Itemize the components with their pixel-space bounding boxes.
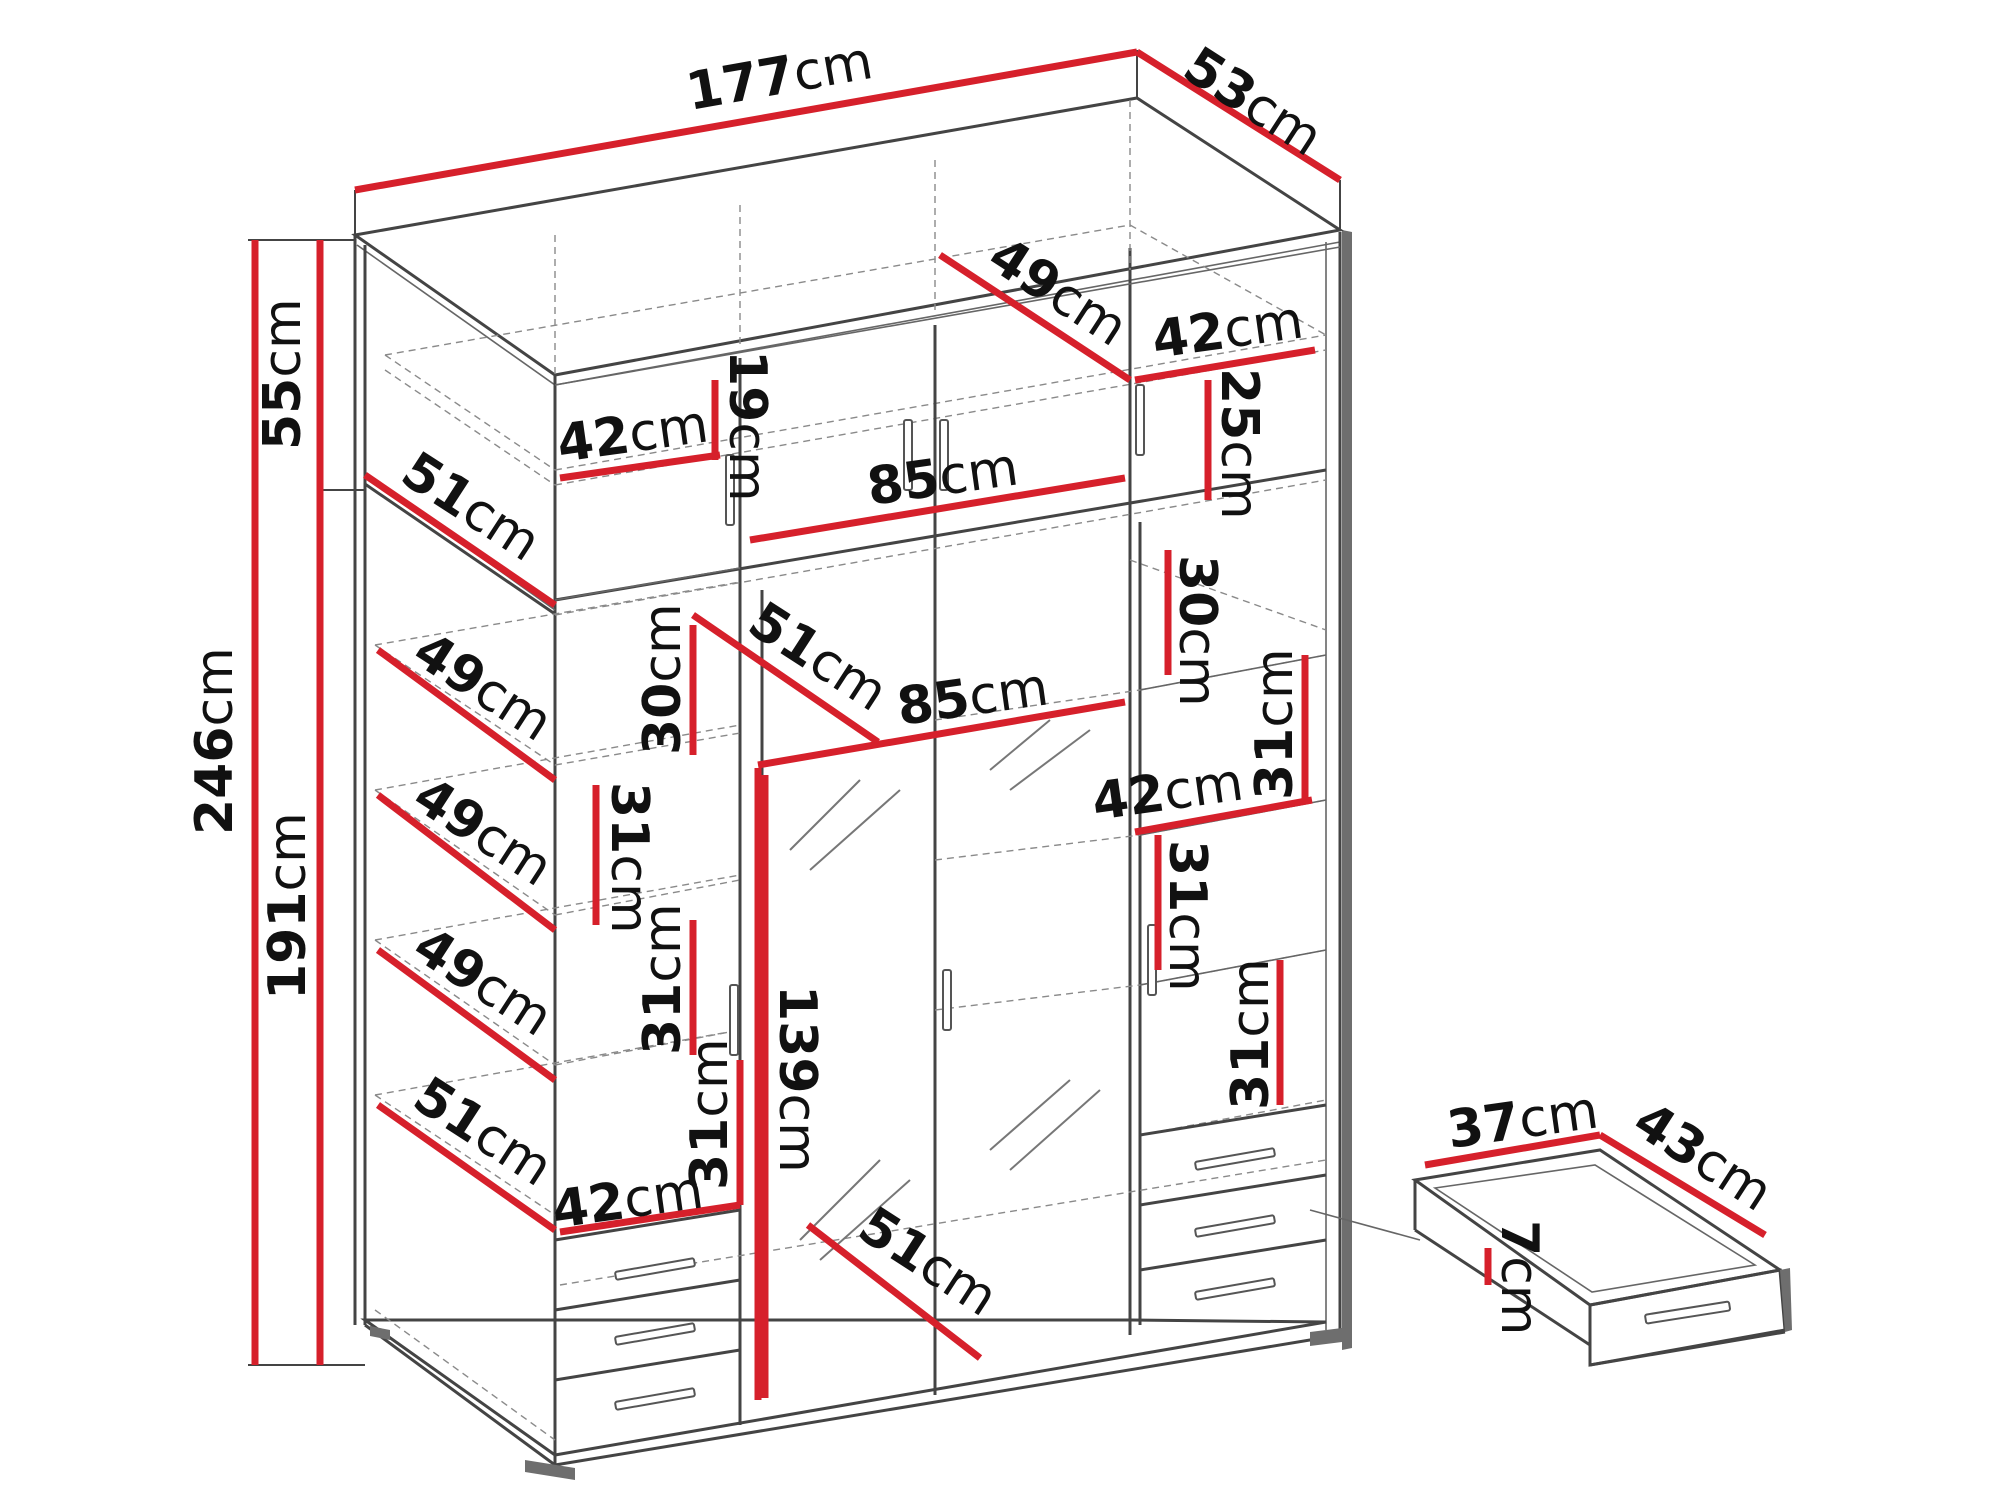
label-inner-left-h3: 31cm xyxy=(633,903,693,1055)
label-drawer-depth: 43cm xyxy=(1623,1091,1783,1224)
drawer-right-handle-2 xyxy=(1194,1214,1276,1238)
handle-top-4 xyxy=(1135,384,1145,456)
dim-left-shelf-3 xyxy=(375,947,558,1083)
drawer-detail-handle xyxy=(1644,1300,1731,1325)
label-right-h2: 31cm xyxy=(1245,648,1305,800)
label-drawer-width: 37cm xyxy=(1443,1080,1601,1161)
dim-top-mid-width xyxy=(749,474,1126,544)
label-top-mid-width: 85cm xyxy=(863,437,1021,518)
dim-drawer-depth xyxy=(1598,1132,1767,1238)
handle-top-2 xyxy=(903,419,913,491)
label-inner-left-h2: 31cm xyxy=(599,782,659,934)
label-mid-width: 85cm xyxy=(893,657,1051,738)
label-bottom-height: 191cm xyxy=(258,812,318,1000)
label-right-h3: 31cm xyxy=(1157,840,1217,992)
label-total-height: 246cm xyxy=(185,647,245,835)
label-top-right-width: 42cm xyxy=(1148,290,1306,371)
drawer-detail xyxy=(1411,1148,1792,1367)
dimension-lines xyxy=(251,48,1767,1400)
dim-left-shelf-1 xyxy=(375,647,558,783)
label-top-height: 55cm xyxy=(253,298,313,450)
label-mid-bottom-depth: 51cm xyxy=(848,1196,1008,1329)
dim-left-shelf-4 xyxy=(375,1102,558,1233)
label-right-h1: 30cm xyxy=(1167,555,1227,707)
bottom-cabinet xyxy=(374,479,1421,1441)
dim-top-left-width xyxy=(559,451,721,482)
label-mid-height: 139cm xyxy=(767,985,827,1173)
label-depth: 53cm xyxy=(1173,36,1333,169)
dim-width-line xyxy=(354,48,1138,194)
label-top-left-height: 19cm xyxy=(717,350,777,502)
label-right-width: 42cm xyxy=(1088,752,1246,833)
handle-top-1 xyxy=(725,454,735,526)
label-inner-left-width: 42cm xyxy=(548,1160,706,1241)
label-width: 177cm xyxy=(682,31,877,123)
label-inner-left-h1: 30cm xyxy=(633,603,693,755)
dim-top-right-depth xyxy=(938,252,1132,383)
handle-left-door xyxy=(729,984,739,1056)
dim-left-shelf-2 xyxy=(375,792,558,933)
dim-drawer-width xyxy=(1424,1131,1601,1169)
dim-mid-width xyxy=(757,698,1126,769)
dim-inner-left-width xyxy=(559,1201,741,1236)
drawer-right-handle-3 xyxy=(1194,1277,1276,1301)
drawer-right-handle-1 xyxy=(1194,1147,1276,1171)
dim-top-left-depth xyxy=(363,472,557,608)
handle-mid-1 xyxy=(942,969,952,1031)
outer-dimensions xyxy=(248,50,1341,1366)
dim-mid-depth xyxy=(691,612,880,745)
dim-right-width xyxy=(1134,796,1313,836)
dim-top-right-width xyxy=(1134,346,1316,384)
label-right-h4: 31cm xyxy=(1221,958,1281,1110)
label-top-right-height: 25cm xyxy=(1209,368,1269,520)
dim-mid-bottom-depth xyxy=(805,1222,983,1361)
label-inner-left-h4: 31cm xyxy=(680,1038,740,1190)
drawer-left-handle-1 xyxy=(614,1257,696,1281)
dim-depth-line xyxy=(1135,49,1342,183)
drawer-left-handle-3 xyxy=(614,1387,696,1411)
label-top-left-width: 42cm xyxy=(553,394,711,475)
drawer-left-handle-2 xyxy=(614,1322,696,1346)
handle-top-3 xyxy=(939,419,949,491)
label-drawer-height: 7cm xyxy=(1489,1220,1549,1335)
